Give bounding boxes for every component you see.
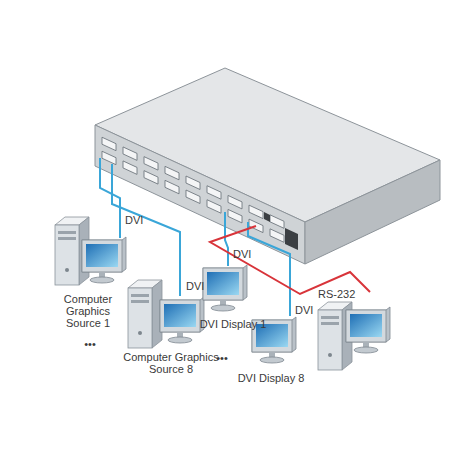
dvi-port [123, 147, 137, 160]
device-label: Computer Graphics Source 1 [52, 293, 124, 329]
dvi-port [186, 176, 200, 189]
dvi-port [228, 195, 242, 208]
dvi-port [228, 209, 242, 222]
dvi-port [165, 166, 179, 179]
dvi-port [207, 186, 221, 199]
cable-label: RS-232 [318, 288, 366, 300]
dvi-port [102, 137, 116, 150]
dvi-port [102, 151, 116, 164]
dvi-port [270, 229, 284, 242]
device-label: DVI Display 8 [226, 372, 316, 384]
dvi-port [249, 219, 263, 232]
dvi-port [144, 157, 158, 170]
cable-label: DVI [295, 304, 321, 316]
cable-label: DVI [125, 214, 151, 226]
dvi-port [144, 171, 158, 184]
dvi-port [270, 215, 284, 228]
dvi-port [186, 190, 200, 203]
dvi-port [207, 200, 221, 213]
dvi-port [249, 205, 263, 218]
device-label: DVI Display 1 [188, 318, 278, 330]
cable-label: DVI [233, 248, 259, 260]
cable-label: DVI [186, 280, 212, 292]
device-label: Computer Graphics Source 8 [115, 351, 227, 375]
dvi-port [123, 161, 137, 174]
ellipsis: ••• [202, 352, 242, 364]
ellipsis: ••• [70, 338, 110, 350]
dvi-port [165, 180, 179, 193]
